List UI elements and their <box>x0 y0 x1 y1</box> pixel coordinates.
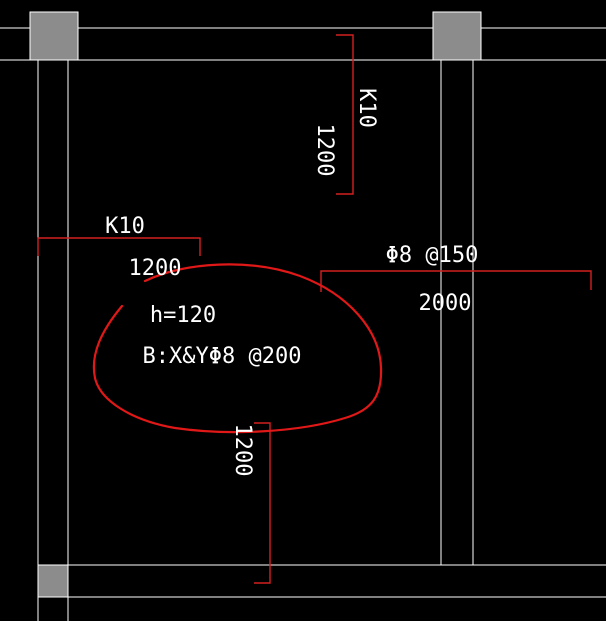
column-bottom-left <box>37 564 69 598</box>
rebar-left-label: K10 <box>105 214 145 239</box>
rebar-span-label: Φ8 @150 <box>386 243 479 268</box>
beam-outlines <box>0 27 606 621</box>
rebar-line-span <box>320 270 592 292</box>
rebar-dimension-lines <box>37 34 592 584</box>
column-top-left <box>29 11 79 61</box>
slab-bottom-reinforcement: B:X&YΦ8 @200 <box>143 344 302 369</box>
rebar-top-right-label: K10 <box>354 88 379 128</box>
rebar-line-left <box>37 237 201 256</box>
rebar-bottom-length: 1200 <box>230 424 255 477</box>
columns <box>29 11 482 598</box>
rebar-line-top-right <box>336 34 354 195</box>
rebar-top-right-length: 1200 <box>312 124 337 177</box>
rebar-line-bottom <box>254 422 271 584</box>
column-top-right <box>432 11 482 61</box>
slab-thickness: h=120 <box>150 303 216 328</box>
rebar-left-length: 1200 <box>129 256 182 281</box>
markup-cloud <box>92 263 383 434</box>
rebar-span-length: 2000 <box>419 291 472 316</box>
